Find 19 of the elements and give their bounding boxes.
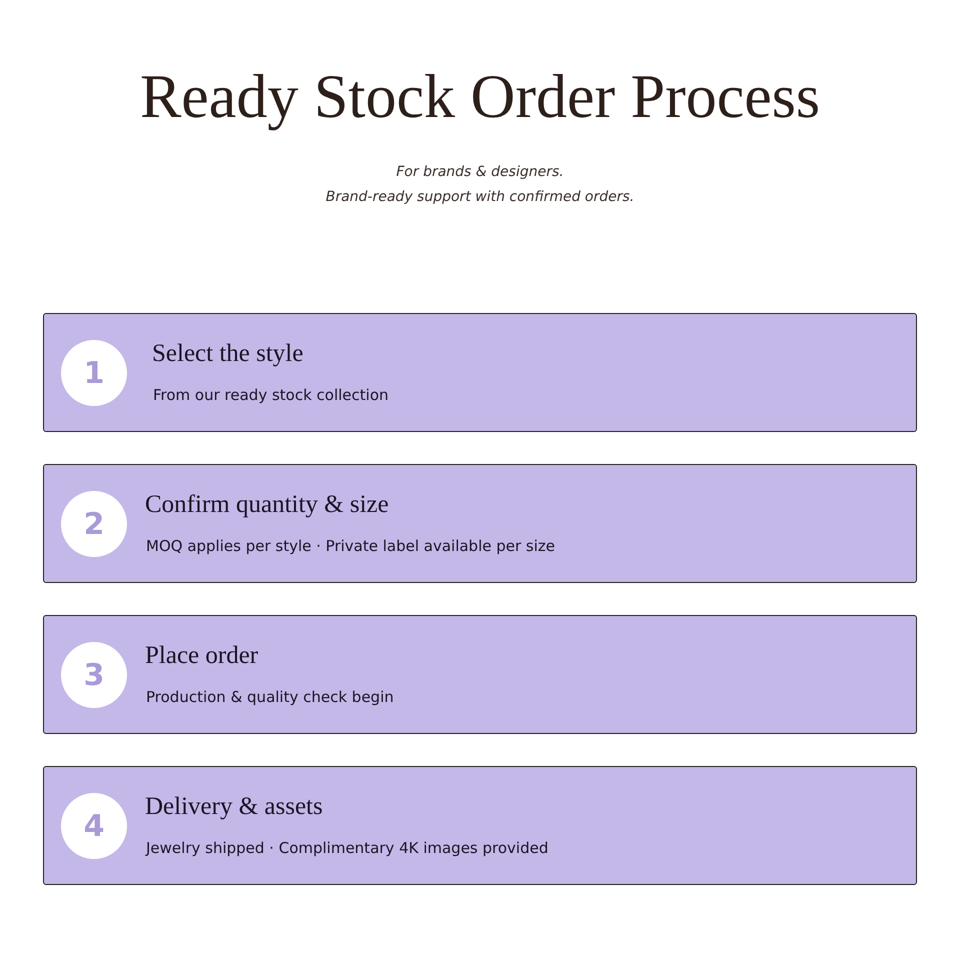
step-number: 4 bbox=[84, 808, 104, 844]
subtitle: Brand-ready support with confirmed orders. bbox=[326, 189, 634, 205]
step-description: MOQ applies per style · Private label available per size bbox=[146, 537, 556, 555]
step-card bbox=[43, 766, 917, 885]
step-description: Jewelry shipped · Complimentary 4K images provided bbox=[146, 839, 548, 857]
subtitle: For brands & designers. bbox=[396, 164, 564, 180]
step-description: Production & quality check begin bbox=[146, 688, 394, 706]
step-description: From our ready stock collection bbox=[153, 386, 389, 404]
step-number: 1 bbox=[84, 356, 104, 390]
step-card bbox=[43, 464, 917, 583]
step-heading: Delivery & assets bbox=[145, 793, 323, 821]
step-card bbox=[43, 615, 917, 734]
step-number: 2 bbox=[84, 506, 104, 542]
step-heading: Select the style bbox=[152, 340, 304, 368]
title: Ready Stock Order Process bbox=[140, 62, 820, 133]
step-number: 3 bbox=[84, 658, 104, 692]
step-heading: Place order bbox=[145, 642, 258, 670]
step-heading: Confirm quantity & size bbox=[145, 491, 389, 519]
step-card bbox=[43, 313, 917, 432]
